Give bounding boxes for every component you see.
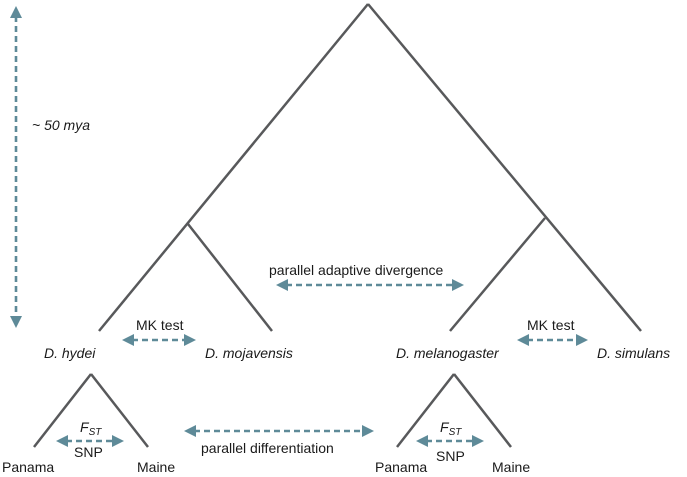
species-label-hydei: D. hydei xyxy=(44,345,96,361)
root-left-branch xyxy=(98,3,369,332)
mk-test-arrow-left xyxy=(122,334,196,346)
species-label-mojavensis: D. mojavensis xyxy=(205,345,293,361)
mk-test-arrow-right xyxy=(517,334,588,346)
hydei-mojavensis-inner-branch xyxy=(187,223,273,332)
root-right-branch xyxy=(367,3,642,332)
differentiation-label: parallel differentiation xyxy=(201,440,334,456)
species-label-melanogaster: D. melanogaster xyxy=(396,345,500,361)
time-scale-arrow xyxy=(10,6,22,328)
adaptive-divergence-label: parallel adaptive divergence xyxy=(269,262,444,278)
fst-label-right: FST xyxy=(440,419,462,438)
population-tree-right xyxy=(396,373,512,448)
population-label-maine-left: Maine xyxy=(137,459,175,475)
fst-snp-arrow-right xyxy=(416,435,484,447)
mk-test-label-right: MK test xyxy=(527,317,575,333)
mk-test-label-left: MK test xyxy=(136,317,184,333)
population-label-panama-right: Panama xyxy=(375,459,427,475)
population-tree-left xyxy=(33,373,149,448)
adaptive-divergence-arrow xyxy=(276,279,464,291)
snp-label-right: SNP xyxy=(436,448,465,464)
melanogaster-simulans-inner-branch xyxy=(449,217,546,332)
species-tree xyxy=(98,3,642,332)
fst-label-left: FST xyxy=(80,419,102,438)
population-label-panama-left: Panama xyxy=(2,459,54,475)
snp-label-left: SNP xyxy=(74,444,103,460)
population-label-maine-right: Maine xyxy=(492,459,530,475)
time-scale-label: ~ 50 mya xyxy=(32,117,90,133)
differentiation-arrow xyxy=(184,425,374,437)
fst-snp-arrow-left xyxy=(56,435,124,447)
species-label-simulans: D. simulans xyxy=(597,345,670,361)
